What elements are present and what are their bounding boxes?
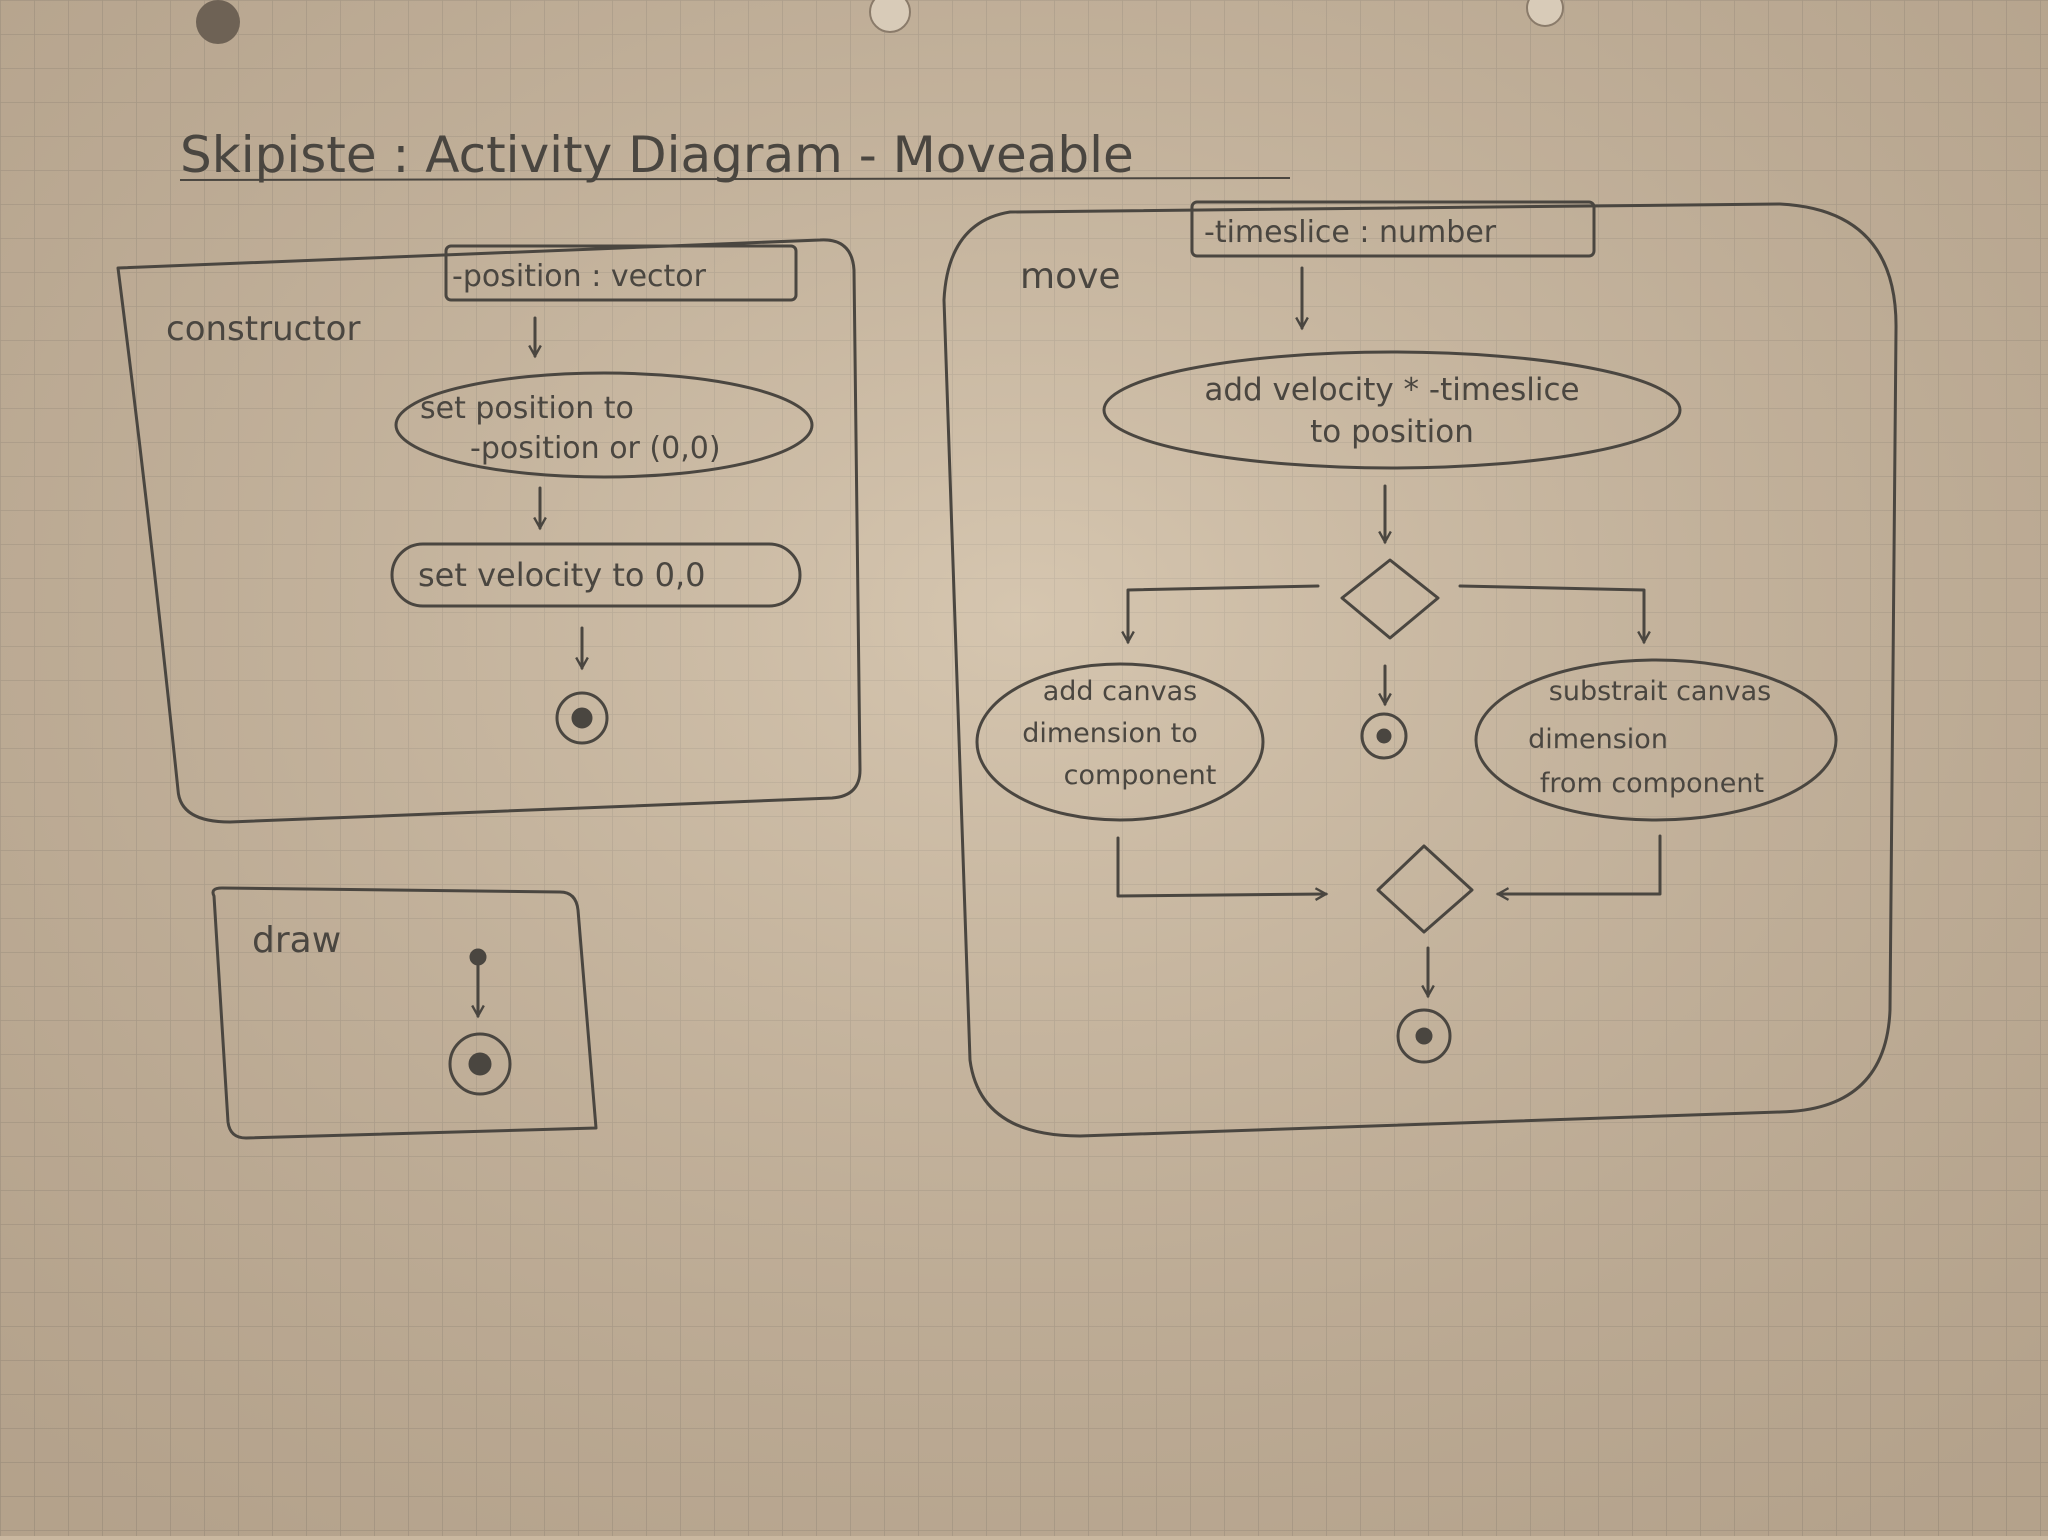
- constructor-label: constructor: [166, 309, 360, 349]
- set-velocity-action: [390, 542, 802, 608]
- subtract-canvas-line-3: from component: [1540, 768, 1764, 799]
- add-canvas-line-1: add canvas: [1043, 676, 1198, 707]
- add-velocity-line-1: add velocity * -timeslice: [1204, 372, 1579, 408]
- decision-final-node: [1360, 712, 1408, 760]
- draw-activity-frame: [211, 886, 598, 1140]
- move-final-node: [1396, 1008, 1452, 1064]
- decision-node: [1340, 558, 1440, 640]
- add-canvas-action: [975, 662, 1265, 822]
- binder-hole: [196, 0, 240, 44]
- move-activity-frame: [942, 202, 1898, 1138]
- add-velocity-line-2: to position: [1310, 414, 1474, 450]
- binder-hole: [1526, 0, 1564, 27]
- constructor-param-box: [444, 244, 798, 302]
- draw-initial-node: [469, 948, 487, 966]
- flow-arrow-right-to-merge: [1498, 834, 1662, 894]
- constructor-param-text: -position : vector: [452, 259, 707, 294]
- subtract-canvas-action: [1474, 658, 1838, 822]
- constructor-activity-frame: [116, 238, 862, 824]
- set-position-line-1: set position to: [420, 391, 634, 426]
- draw-label: draw: [252, 920, 341, 961]
- add-canvas-line-3: component: [1064, 760, 1217, 791]
- subtract-canvas-line-2: dimension: [1528, 724, 1668, 755]
- add-velocity-action: [1102, 350, 1682, 470]
- move-param-box: [1190, 200, 1596, 258]
- draw-final-node: [448, 1032, 512, 1096]
- subtract-canvas-line-1: substrait canvas: [1549, 676, 1771, 707]
- binder-hole: [869, 0, 911, 33]
- diagram-title: Skipiste : Activity Diagram - Moveable: [180, 126, 1134, 184]
- flow-arrow-left-to-merge: [1116, 836, 1326, 896]
- move-label: move: [1020, 256, 1121, 297]
- flow-arrow-right-branch: [1458, 584, 1644, 642]
- move-param-text: -timeslice : number: [1204, 215, 1497, 250]
- add-canvas-line-2: dimension to: [1022, 718, 1198, 749]
- flow-arrow-left-branch: [1128, 584, 1320, 642]
- set-position-line-2: -position or (0,0): [470, 431, 721, 466]
- merge-node: [1376, 844, 1474, 934]
- constructor-final-node: [555, 691, 609, 745]
- set-position-action: [394, 371, 814, 479]
- title-underline: [179, 177, 1291, 181]
- set-velocity-text: set velocity to 0,0: [418, 556, 706, 594]
